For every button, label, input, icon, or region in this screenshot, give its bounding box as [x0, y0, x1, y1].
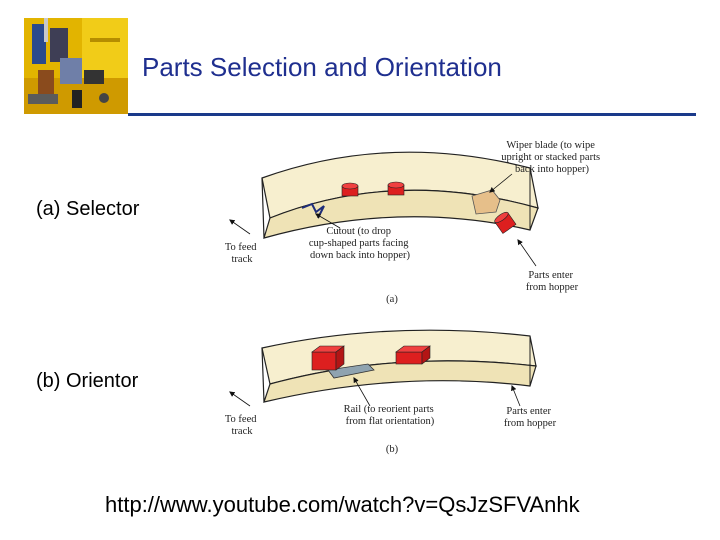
selector-part [341, 182, 359, 197]
circuit-board-logo [24, 18, 128, 114]
orientor-figure-tag: (b) [386, 444, 399, 455]
selector-label: (a) Selector [36, 198, 140, 220]
orientor-parts-note: Parts enter from hopper [504, 406, 557, 429]
selector-figure-tag: (a) [386, 294, 398, 305]
orientor-part [395, 345, 431, 365]
wiper-blade [471, 189, 501, 215]
selector-parts-note: Parts enter from hopper [526, 270, 579, 293]
video-link[interactable]: http://www.youtube.com/watch?v=QsJzSFVAn… [105, 492, 580, 517]
entering-part [494, 211, 517, 234]
rail-note: Rail (to reorient parts from flat orient… [344, 404, 437, 427]
selector-feed-note: To feed track [225, 242, 259, 265]
feeder-diagram: Wiper blade (to wipe upright or stacked … [225, 140, 600, 455]
slide-title: Parts Selection and Orientation [142, 52, 502, 82]
wiper-note: Wiper blade (to wipe upright or stacked … [501, 140, 600, 175]
cutout-notch [301, 202, 325, 219]
selector-diagram: Wiper blade (to wipe upright or stacked … [225, 140, 600, 305]
selector-part [387, 181, 405, 196]
orientor-label: (b) Orientor [36, 370, 139, 392]
title-divider [128, 113, 696, 116]
orientor-part [311, 345, 345, 371]
orientor-feed-note: To feed track [225, 414, 259, 437]
orientor-diagram: Rail (to reorient parts from flat orient… [225, 329, 557, 455]
reorient-rail [327, 363, 375, 379]
cutout-note: Cutout (to drop cup-shaped parts facing … [309, 226, 411, 261]
